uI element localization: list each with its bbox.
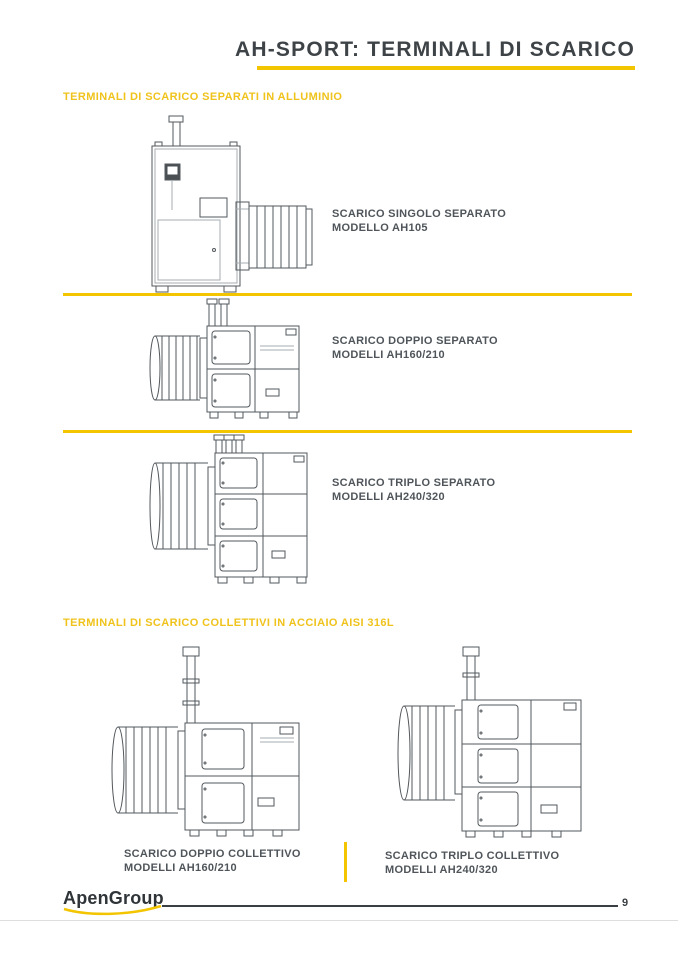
exhaust-duct-cylinder	[397, 705, 411, 801]
unit-foot	[465, 830, 476, 838]
access-door	[219, 540, 258, 572]
exhaust-duct-cylinder	[111, 726, 125, 814]
unit-cabinet	[151, 145, 241, 287]
section-divider	[63, 293, 632, 296]
unit-cabinet	[461, 699, 582, 832]
section-heading-separati: TERMINALI DI SCARICO SEPARATI IN ALLUMIN…	[63, 91, 343, 103]
logo-swoosh-icon	[63, 905, 162, 916]
unit-foot	[272, 829, 283, 837]
access-door	[219, 498, 258, 530]
unit-foot	[234, 411, 244, 419]
caption-name: SCARICO TRIPLO SEPARATO	[332, 477, 496, 489]
duct-flange	[235, 201, 250, 271]
unit-foot	[269, 576, 280, 584]
unit-foot	[521, 830, 532, 838]
exhaust-duct-cylinder	[149, 335, 161, 401]
pipe-cap	[168, 115, 184, 123]
unit-foot	[189, 829, 200, 837]
caption-model: MODELLI AH160/210	[332, 349, 445, 361]
access-door	[211, 330, 251, 365]
unit-foot	[288, 411, 298, 419]
drawing-scarico-triplo	[148, 433, 308, 585]
unit-foot	[493, 830, 504, 838]
pipe-cap	[233, 434, 245, 441]
caption-doppio-collettivo: SCARICO DOPPIO COLLETTIVO MODELLI AH160/…	[124, 847, 301, 875]
chimney-pipe	[172, 121, 181, 147]
chimney-pipe	[225, 439, 233, 454]
unit-foot	[243, 576, 254, 584]
pipe-cap	[213, 434, 225, 441]
caption-triplo-collettivo: SCARICO TRIPLO COLLETTIVO MODELLI AH240/…	[385, 849, 559, 877]
drawing-doppio-collettivo	[110, 643, 302, 843]
drawing-scarico-doppio	[148, 296, 303, 421]
page-title: AH-SPORT: TERMINALI DI SCARICO	[235, 38, 635, 61]
caption-scarico-doppio: SCARICO DOPPIO SEPARATO MODELLI AH160/21…	[332, 334, 498, 362]
unit-foot	[216, 829, 227, 837]
technical-drawing-svg	[149, 298, 300, 419]
caption-model: MODELLI AH160/210	[124, 862, 237, 874]
caption-divider	[344, 842, 347, 882]
access-door	[477, 748, 519, 784]
section-divider	[63, 430, 632, 433]
caption-name: SCARICO SINGOLO SEPARATO	[332, 208, 507, 220]
duct-flange	[199, 337, 208, 399]
access-door	[477, 704, 519, 740]
technical-drawing-svg	[151, 115, 313, 293]
duct-flange	[177, 730, 186, 810]
unit-foot	[217, 576, 228, 584]
pipe-cap	[182, 646, 200, 657]
caption-name: SCARICO DOPPIO SEPARATO	[332, 335, 498, 347]
caption-model: MODELLI AH240/320	[332, 491, 445, 503]
pipe-cap	[223, 434, 235, 441]
unit-foot	[259, 411, 269, 419]
access-door	[477, 791, 519, 827]
access-door	[211, 373, 251, 408]
unit-foot	[209, 411, 219, 419]
access-door	[201, 728, 245, 770]
unit-foot	[243, 829, 254, 837]
drawing-scarico-singolo	[148, 114, 314, 294]
duct-flange	[454, 709, 463, 795]
chimney-pipe	[466, 655, 476, 701]
section-heading-collettivi: TERMINALI DI SCARICO COLLETTIVI IN ACCIA…	[63, 617, 395, 629]
unit-foot	[296, 576, 307, 584]
technical-drawing-svg	[397, 646, 582, 838]
unit-foot	[155, 285, 169, 293]
duct-flange	[207, 466, 216, 546]
name-plate	[199, 197, 228, 218]
exhaust-duct-cylinder	[149, 462, 161, 550]
chimney-pipe	[235, 439, 243, 454]
caption-model: MODELLI AH240/320	[385, 864, 498, 876]
pipe-cap	[206, 298, 218, 305]
access-door	[201, 782, 245, 824]
pipe-cap	[462, 646, 480, 657]
caption-model: MODELLO AH105	[332, 222, 428, 234]
brand-name: ApenGroup	[63, 888, 164, 908]
caption-name: SCARICO TRIPLO COLLETTIVO	[385, 850, 560, 862]
drawing-triplo-collettivo	[396, 643, 586, 843]
apengroup-logo: ApenGroup	[63, 888, 173, 916]
technical-drawing-svg	[111, 646, 300, 837]
chimney-pipe	[186, 655, 196, 724]
unit-foot	[223, 285, 237, 293]
footer-rule	[162, 905, 618, 907]
title-underline	[257, 66, 635, 70]
access-door	[219, 457, 258, 489]
unit-foot	[551, 830, 562, 838]
chimney-pipe	[220, 303, 228, 327]
chimney-pipe	[208, 303, 216, 327]
technical-drawing-svg	[149, 434, 308, 584]
page-number: 9	[622, 897, 629, 909]
caption-scarico-triplo: SCARICO TRIPLO SEPARATO MODELLI AH240/32…	[332, 476, 495, 504]
pipe-cap	[218, 298, 230, 305]
caption-name: SCARICO DOPPIO COLLETTIVO	[124, 848, 301, 860]
caption-scarico-singolo: SCARICO SINGOLO SEPARATO MODELLO AH105	[332, 207, 506, 235]
bottom-hairline	[0, 920, 678, 921]
chimney-pipe	[215, 439, 223, 454]
unit-cabinet	[214, 452, 308, 578]
